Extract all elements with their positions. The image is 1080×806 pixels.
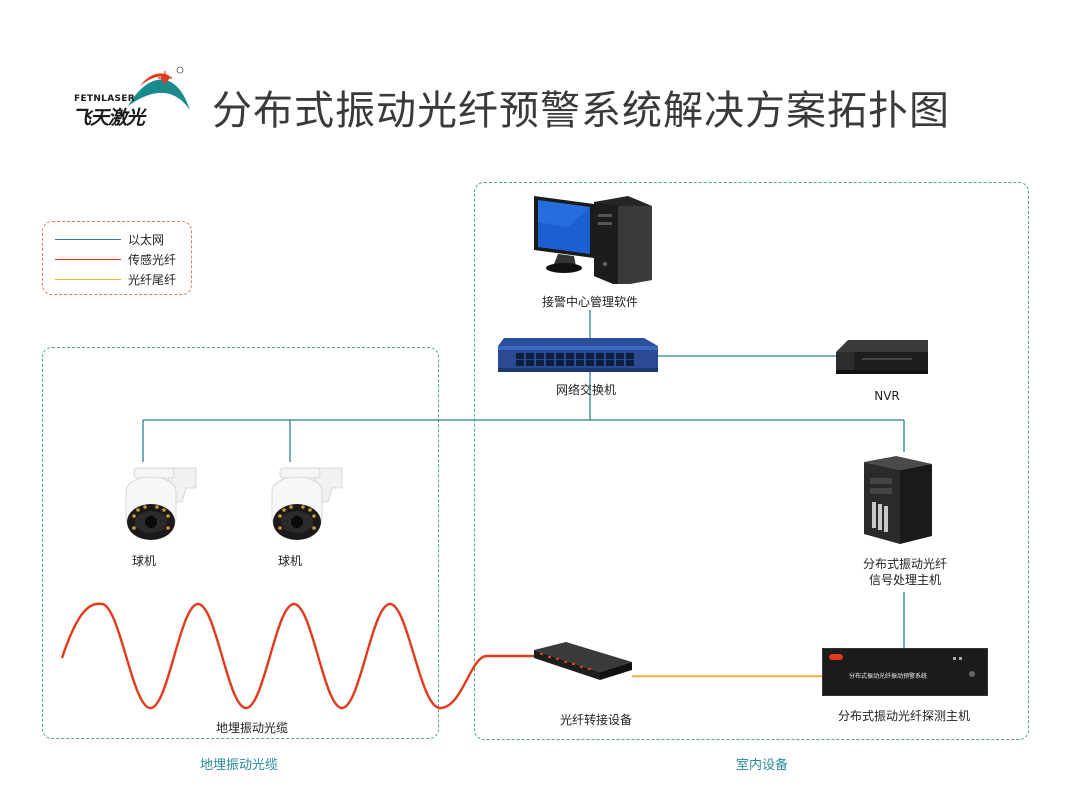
logo-chinese: 飞天激光 <box>72 107 145 129</box>
legend-box: 以太网 传感光纤 光纤尾纤 <box>42 221 192 295</box>
legend-item-pigtail: 光纤尾纤 <box>55 271 176 288</box>
detection-host-logo-icon <box>829 654 843 660</box>
dome-camera-1-label: 球机 <box>131 554 156 568</box>
legend-item-sensing-fiber: 传感光纤 <box>55 251 176 268</box>
switch-label: 网络交换机 <box>555 383 616 397</box>
legend-label-sensing-fiber: 传感光纤 <box>128 253 177 267</box>
nvr-icon <box>836 340 928 374</box>
dome-camera-1 <box>110 458 202 546</box>
sensing-fiber-wave <box>60 602 536 710</box>
logo-mark-icon <box>128 66 190 110</box>
legend-swatch-sensing-fiber <box>55 259 121 260</box>
nvr-device <box>832 336 932 378</box>
detection-host-led-icon <box>959 657 962 660</box>
network-switch <box>494 334 660 376</box>
legend-swatch-pigtail <box>55 279 121 280</box>
buried-cable-label: 地埋振动光缆 <box>215 721 288 735</box>
dome-camera-2-label: 球机 <box>277 554 302 568</box>
legend-label-ethernet: 以太网 <box>128 233 165 247</box>
computer-icon <box>534 196 652 286</box>
outdoor-zone-box <box>42 347 439 739</box>
signal-host-label: 分布式振动光纤 信号处理主机 <box>862 557 947 587</box>
management-pc <box>528 192 658 286</box>
management-software-label: 接警中心管理软件 <box>541 295 638 309</box>
detect-host-label: 分布式振动光纤探测主机 <box>837 709 970 723</box>
legend-swatch-ethernet <box>55 239 121 240</box>
detection-host: 分布式振动光纤振动预警系统 <box>822 648 988 696</box>
signal-processing-host <box>860 452 936 546</box>
page-title: 分布式振动光纤预警系统解决方案拓扑图 <box>212 88 950 134</box>
nvr-label: NVR <box>874 389 900 403</box>
logo-english: FETNLASER <box>74 94 135 104</box>
dome-camera-2 <box>256 458 348 546</box>
indoor-zone-box <box>474 182 1029 740</box>
fiber-adapter-label: 光纤转接设备 <box>559 713 632 727</box>
switch-icon <box>498 338 658 372</box>
detection-host-led-icon <box>953 657 956 660</box>
indoor-zone-label: 室内设备 <box>736 758 789 773</box>
fiber-adapter-icon <box>534 642 632 680</box>
outdoor-zone-label: 地埋振动光缆 <box>200 758 279 773</box>
server-icon <box>864 456 932 544</box>
detection-host-panel-text: 分布式振动光纤振动预警系统 <box>849 673 928 680</box>
logo <box>68 64 208 124</box>
dome-camera-icon <box>125 467 197 540</box>
fiber-adapter <box>530 640 634 684</box>
legend-label-pigtail: 光纤尾纤 <box>128 273 177 287</box>
detection-host-knob-icon <box>969 671 975 677</box>
legend-item-ethernet: 以太网 <box>55 231 164 248</box>
dome-camera-icon <box>271 467 343 540</box>
